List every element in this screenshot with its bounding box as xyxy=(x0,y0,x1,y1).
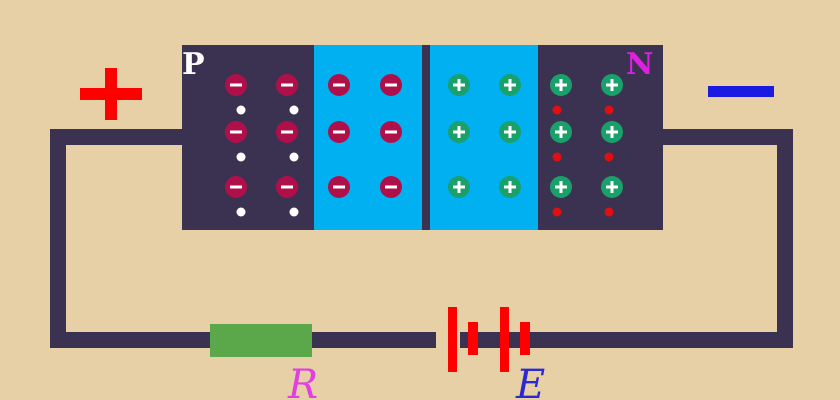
negative-ion-icon xyxy=(225,176,247,198)
electron-dot xyxy=(604,105,614,115)
negative-ion-icon xyxy=(276,74,298,96)
positive-ion-icon xyxy=(448,74,470,96)
circuit-wire xyxy=(50,129,793,348)
positive-ion-icon xyxy=(550,176,572,198)
hole-dot xyxy=(289,207,299,217)
negative-ion-icon xyxy=(380,176,402,198)
electron-dot xyxy=(552,207,562,217)
positive-ion-icon xyxy=(448,176,470,198)
electron-dot xyxy=(604,152,614,162)
resistor-label: R xyxy=(287,362,318,400)
negative-ion-icon xyxy=(328,176,350,198)
positive-ion-icon xyxy=(601,176,623,198)
battery-icon xyxy=(436,307,530,372)
positive-ion-icon xyxy=(499,121,521,143)
charge-carriers xyxy=(225,74,623,217)
negative-ion-icon xyxy=(276,176,298,198)
positive-ion-icon xyxy=(448,121,470,143)
negative-ion-icon xyxy=(380,121,402,143)
negative-ion-icon xyxy=(276,121,298,143)
negative-ion-icon xyxy=(225,74,247,96)
positive-terminal-icon xyxy=(80,68,142,120)
electron-dot xyxy=(604,207,614,217)
hole-dot xyxy=(236,152,246,162)
resistor xyxy=(210,324,312,357)
hole-dot xyxy=(236,207,246,217)
negative-ion-icon xyxy=(328,74,350,96)
negative-ion-icon xyxy=(380,74,402,96)
battery-label: E xyxy=(515,362,545,400)
n-region-label: N xyxy=(626,47,653,82)
positive-ion-icon xyxy=(499,176,521,198)
positive-ion-icon xyxy=(499,74,521,96)
hole-dot xyxy=(236,105,246,115)
p-region-label: P xyxy=(182,47,205,82)
negative-ion-icon xyxy=(225,121,247,143)
positive-ion-icon xyxy=(550,121,572,143)
electron-dot xyxy=(552,152,562,162)
positive-ion-icon xyxy=(601,74,623,96)
positive-ion-icon xyxy=(550,74,572,96)
negative-terminal-icon xyxy=(708,86,774,97)
hole-dot xyxy=(289,152,299,162)
negative-ion-icon xyxy=(328,121,350,143)
positive-ion-icon xyxy=(601,121,623,143)
junction-line xyxy=(422,45,430,230)
electron-dot xyxy=(552,105,562,115)
hole-dot xyxy=(289,105,299,115)
